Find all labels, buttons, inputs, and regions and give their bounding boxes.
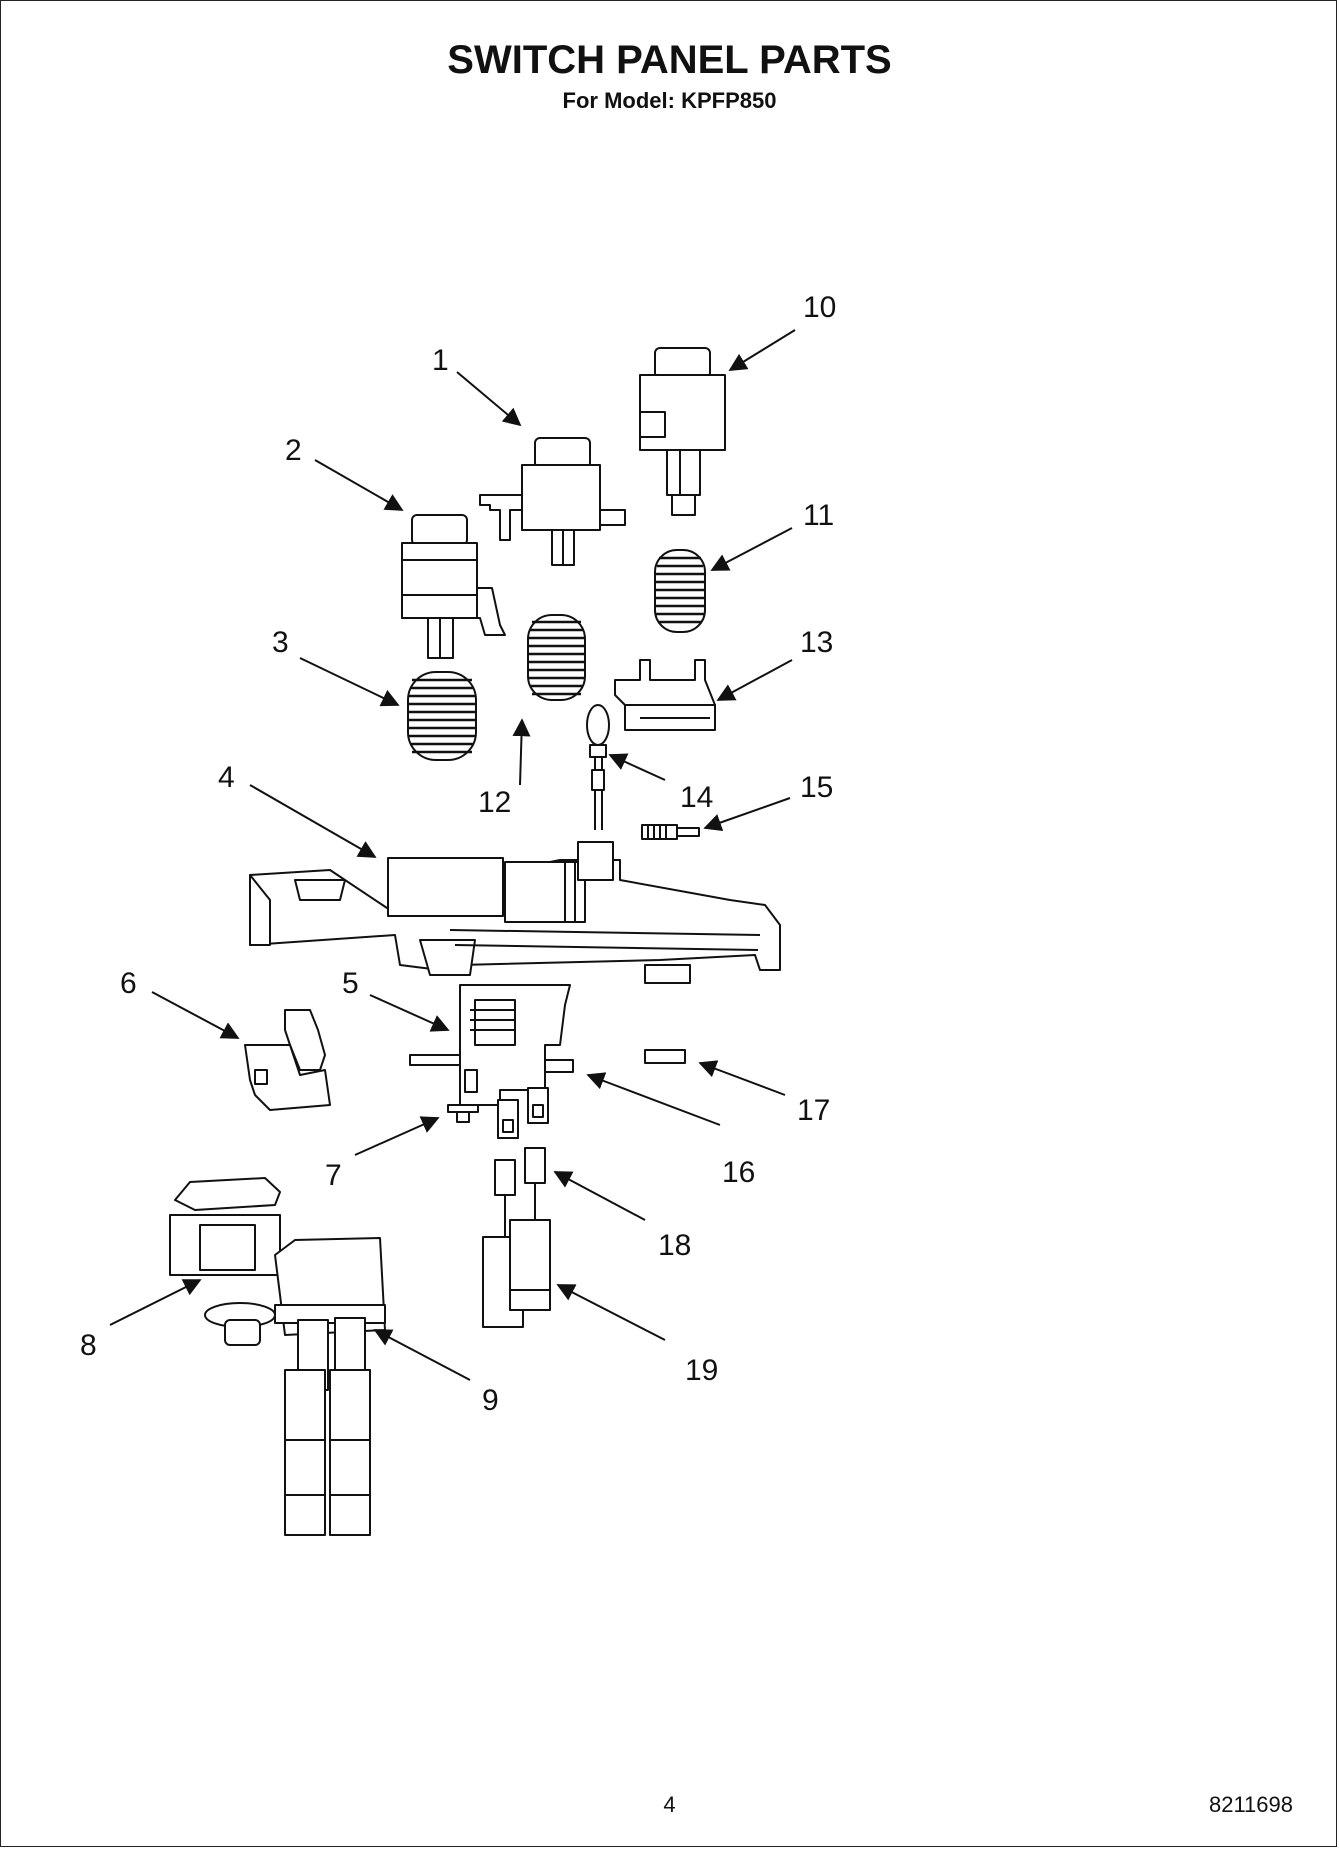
callout-9: 9 (482, 1384, 499, 1417)
part-11-spring (654, 549, 706, 633)
callout-15: 15 (800, 771, 833, 804)
part-3-spring (407, 671, 477, 761)
part-16-terminals (497, 1087, 549, 1139)
callout-1: 1 (432, 344, 449, 377)
part-6-knob (244, 1009, 331, 1111)
part-8-actuator (169, 1177, 281, 1346)
model-subtitle: For Model: KPFP850 (562, 88, 777, 113)
callout-17: 17 (797, 1094, 830, 1127)
part-14-lamp (586, 704, 610, 830)
callout-19: 19 (685, 1354, 718, 1387)
part-1-switch (479, 437, 626, 566)
callout-2: 2 (285, 434, 302, 467)
callout-13: 13 (800, 626, 833, 659)
callout-7: 7 (325, 1159, 342, 1192)
part-19-wire-housing (482, 1219, 551, 1328)
leader-lines (109, 329, 796, 1381)
page-title: SWITCH PANEL PARTS (447, 38, 892, 82)
part-9-plug-assembly (274, 1237, 386, 1536)
callout-14: 14 (680, 781, 713, 814)
callout-5: 5 (342, 967, 359, 1000)
part-13-bracket (614, 659, 716, 731)
callout-8: 8 (80, 1329, 97, 1362)
part-12-spring (527, 614, 586, 701)
part-2-switch (401, 514, 506, 659)
callout-6: 6 (120, 967, 137, 1000)
part-7-screw (447, 1104, 479, 1123)
page-number: 4 (663, 1792, 676, 1817)
part-17-insulator (644, 1049, 686, 1064)
callout-3: 3 (272, 626, 289, 659)
callout-11: 11 (803, 499, 834, 532)
callout-18: 18 (658, 1229, 691, 1262)
callout-10: 10 (803, 291, 836, 324)
callout-labels: 1 2 3 4 5 6 7 8 9 10 11 12 13 14 15 16 1… (80, 291, 836, 1417)
part-15-pin (641, 824, 700, 840)
callout-12: 12 (478, 786, 511, 819)
part-4-panel-housing (249, 841, 781, 984)
part-10-switch (639, 347, 726, 516)
callout-16: 16 (722, 1156, 755, 1189)
part-5-switch-assembly (409, 984, 574, 1106)
part-18-connector (494, 1147, 546, 1240)
callout-4: 4 (218, 761, 235, 794)
document-code: 8211698 (1208, 1792, 1293, 1817)
